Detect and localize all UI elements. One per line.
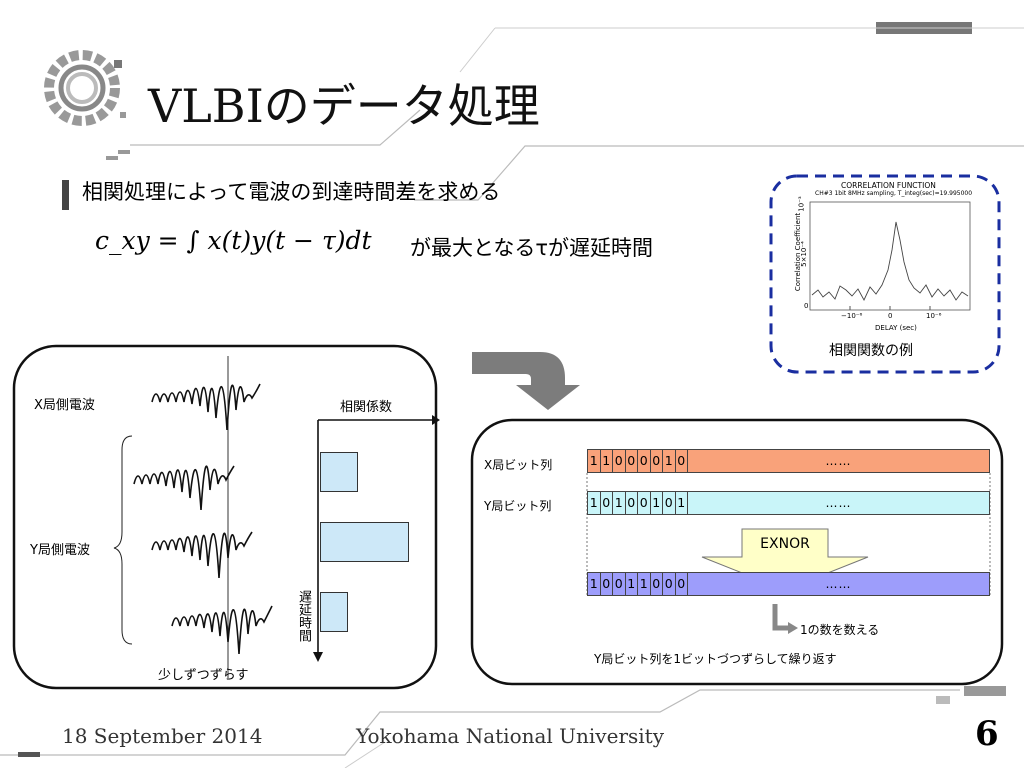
plot-caption: 相関関数の例	[829, 343, 913, 359]
bit-cell: 1	[638, 573, 651, 595]
plot-subtitle: CH#3 1bit 8MHz sampling, T_integ(sec)=19…	[815, 190, 973, 197]
delay-axis-label: 遅延時間	[296, 590, 311, 642]
y-station-wave-label: Y局側電波	[30, 543, 90, 558]
footer-organization: Yokohama National University	[356, 724, 664, 748]
bit-cell: 1	[601, 450, 613, 472]
bit-cell: 0	[676, 450, 688, 472]
bit-cell: 0	[626, 492, 638, 514]
plot-xlabel: DELAY (sec)	[875, 324, 917, 332]
shift-label: 少しずつずらす	[158, 668, 249, 683]
bit-cell: 0	[638, 492, 651, 514]
exnor-label: EXNOR	[760, 536, 810, 552]
bit-cell: 0	[663, 492, 676, 514]
slide-title: VLBIのデータ処理	[148, 79, 540, 133]
bullet-marker	[62, 180, 69, 210]
bit-cell: 0	[601, 573, 613, 595]
formula-description: が最大となるτが遅延時間	[410, 236, 654, 260]
correlation-formula: c_xy = ∫ x(t)y(t − τ)dt	[95, 226, 372, 255]
bit-cell: 0	[663, 573, 676, 595]
plot-ytick-zero: 0	[804, 302, 809, 310]
bit-cell: 1	[676, 492, 688, 514]
bit-cell: 0	[626, 450, 638, 472]
correlation-axis-label: 相関係数	[340, 400, 393, 415]
correlation-example: CORRELATION FUNCTION CH#3 1bit 8MHz samp…	[771, 176, 999, 372]
footer-date: 18 September 2014	[62, 724, 263, 748]
x-station-wave-label: X局側電波	[34, 398, 95, 413]
bit-cell: 1	[588, 450, 601, 472]
bullet-text: 相関処理によって電波の到達時間差を求める	[82, 180, 501, 204]
ellipsis: ……	[825, 577, 852, 591]
plot-xtick: −10⁻⁶	[841, 312, 863, 320]
x-bits-label: X局ビット列	[484, 458, 553, 472]
count-ones-label: 1の数を数える	[800, 623, 880, 637]
ellipsis: ……	[825, 496, 852, 510]
bit-cell: 0	[676, 573, 688, 595]
ellipsis: ……	[825, 454, 852, 468]
plot-ytick-top: 5×10⁻⁴	[799, 241, 808, 267]
plot-xtick: 0	[888, 312, 893, 320]
y-bits-label: Y局ビット列	[484, 499, 552, 513]
bit-cell: 0	[601, 492, 613, 514]
bit-cell: 1	[588, 573, 601, 595]
bit-cell: 0	[638, 450, 651, 472]
gear-logo-icon	[44, 50, 126, 126]
page-number: 6	[975, 714, 999, 754]
bit-cell: 1	[663, 450, 676, 472]
correlation-bar	[320, 592, 348, 632]
repeat-shift-label: Y局ビット列を1ビットづつずらして繰り返す	[594, 652, 837, 666]
plot-title: CORRELATION FUNCTION	[841, 181, 936, 190]
bit-cell: 0	[613, 450, 626, 472]
bit-cell: 0	[651, 450, 663, 472]
plot-xtick: 10⁻⁶	[926, 312, 942, 320]
bit-cell: 1	[613, 492, 626, 514]
correlation-bar	[320, 522, 409, 562]
bit-cell: 0	[651, 573, 663, 595]
bit-cell: 0	[613, 573, 626, 595]
plot-yexp: 10⁻³	[797, 196, 806, 212]
correlation-bar	[320, 452, 358, 492]
bit-cell: 1	[588, 492, 601, 514]
bit-cell: 1	[651, 492, 663, 514]
bit-cell: 1	[626, 573, 638, 595]
